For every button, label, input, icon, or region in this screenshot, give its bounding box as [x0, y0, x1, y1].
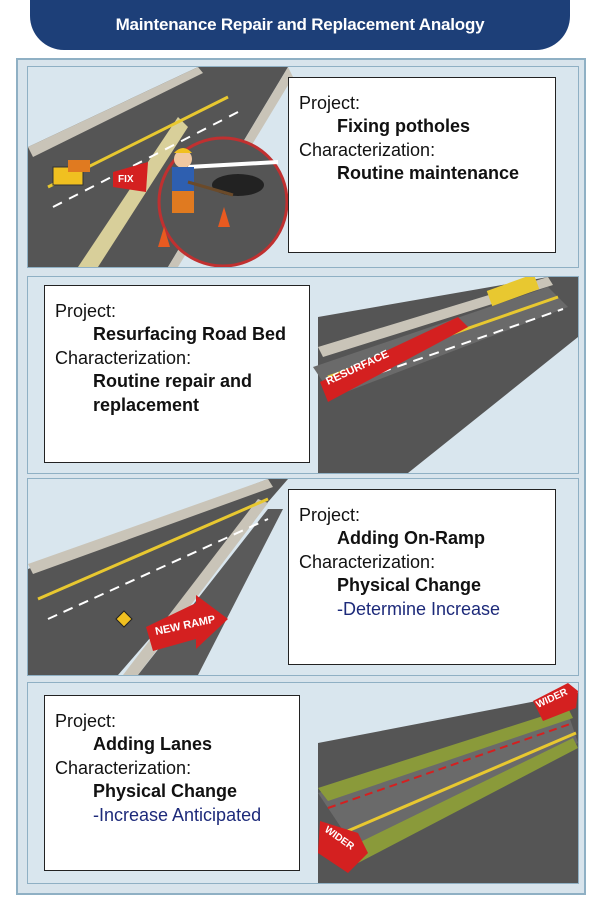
page-title: Maintenance Repair and Replacement Analo…: [30, 0, 570, 50]
new-lane-shoulder: [348, 738, 578, 863]
characterization-note: -Increase Anticipated: [93, 804, 262, 825]
adding-lanes-illustration: WIDER WIDER: [318, 683, 578, 883]
worker-head-icon: [174, 150, 192, 168]
project-label: Project:: [55, 711, 117, 731]
truck-icon: [68, 160, 90, 172]
lane-line: [342, 731, 577, 835]
project-description: Project: Adding Lanes Characterization: …: [44, 695, 300, 871]
wider-arrow-top-icon: [533, 683, 578, 721]
characterization-value: Physical Change: [93, 781, 238, 802]
pothole-icon: [212, 174, 264, 196]
characterization-note: -Determine Increase: [337, 598, 501, 619]
panel-resurfacing: RESURFACE Project: Resurfacing Road Bed …: [27, 276, 579, 474]
wider-arrow-bottom-icon: [318, 821, 368, 873]
bridge-deck: [318, 713, 578, 853]
fix-arrow-icon: [113, 162, 148, 192]
panel-fixing-potholes: FIX Project: Fixing potholes Characteriz…: [27, 66, 579, 268]
project-name: Adding On-Ramp: [337, 528, 485, 549]
project-description: Project: Adding On-Ramp Characterization…: [288, 489, 556, 665]
new-ramp-arrow-icon: [146, 595, 228, 651]
project-name: Fixing potholes: [337, 116, 470, 137]
paver-truck-icon: [486, 277, 540, 307]
bridge-wall: [78, 117, 188, 267]
characterization-label: Characterization:: [55, 757, 192, 778]
resurface-arrow-icon: [320, 317, 468, 402]
worker-pants-icon: [172, 191, 194, 213]
guardrail: [28, 479, 273, 574]
panel-adding-lanes: WIDER WIDER Project: Adding Lanes Charac…: [27, 682, 579, 884]
characterization-label: Characterization:: [55, 347, 192, 368]
characterization-value: Routine repair and replacement: [93, 371, 253, 415]
project-description: Project: Fixing potholes Characterizatio…: [288, 77, 556, 253]
hardhat-icon: [174, 148, 192, 153]
characterization-value: Routine maintenance: [337, 163, 520, 184]
new-lane-line: [327, 722, 574, 809]
road-marking: [187, 160, 279, 169]
road-surface: [28, 479, 288, 675]
lane-line: [37, 497, 269, 601]
project-label: Project:: [299, 93, 361, 113]
project-label: Project:: [55, 301, 117, 321]
on-ramp-illustration: NEW RAMP: [28, 479, 288, 675]
characterization-label: Characterization:: [299, 551, 436, 572]
pothole-illustration: FIX: [28, 67, 293, 267]
guardrail: [28, 67, 203, 157]
worker-shirt-icon: [172, 167, 194, 193]
characterization-value: Physical Change: [337, 575, 482, 596]
traffic-cone-icon: [218, 207, 230, 227]
new-lane-shoulder: [318, 708, 573, 801]
resurface-illustration: RESURFACE: [313, 277, 578, 473]
lane-line: [47, 518, 269, 620]
project-description: Project: Resurfacing Road Bed Characteri…: [44, 285, 310, 463]
project-name: Adding Lanes: [93, 734, 213, 755]
project-label: Project:: [299, 505, 361, 525]
project-name: Resurfacing Road Bed: [93, 324, 287, 345]
shovel-icon: [187, 180, 234, 197]
panel-on-ramp: NEW RAMP Project: Adding On-Ramp Charact…: [27, 478, 579, 676]
fix-sign-label: FIX: [118, 174, 134, 185]
warning-sign-icon: [115, 610, 133, 628]
characterization-label: Characterization:: [299, 139, 436, 160]
traffic-cone-icon: [158, 227, 170, 247]
